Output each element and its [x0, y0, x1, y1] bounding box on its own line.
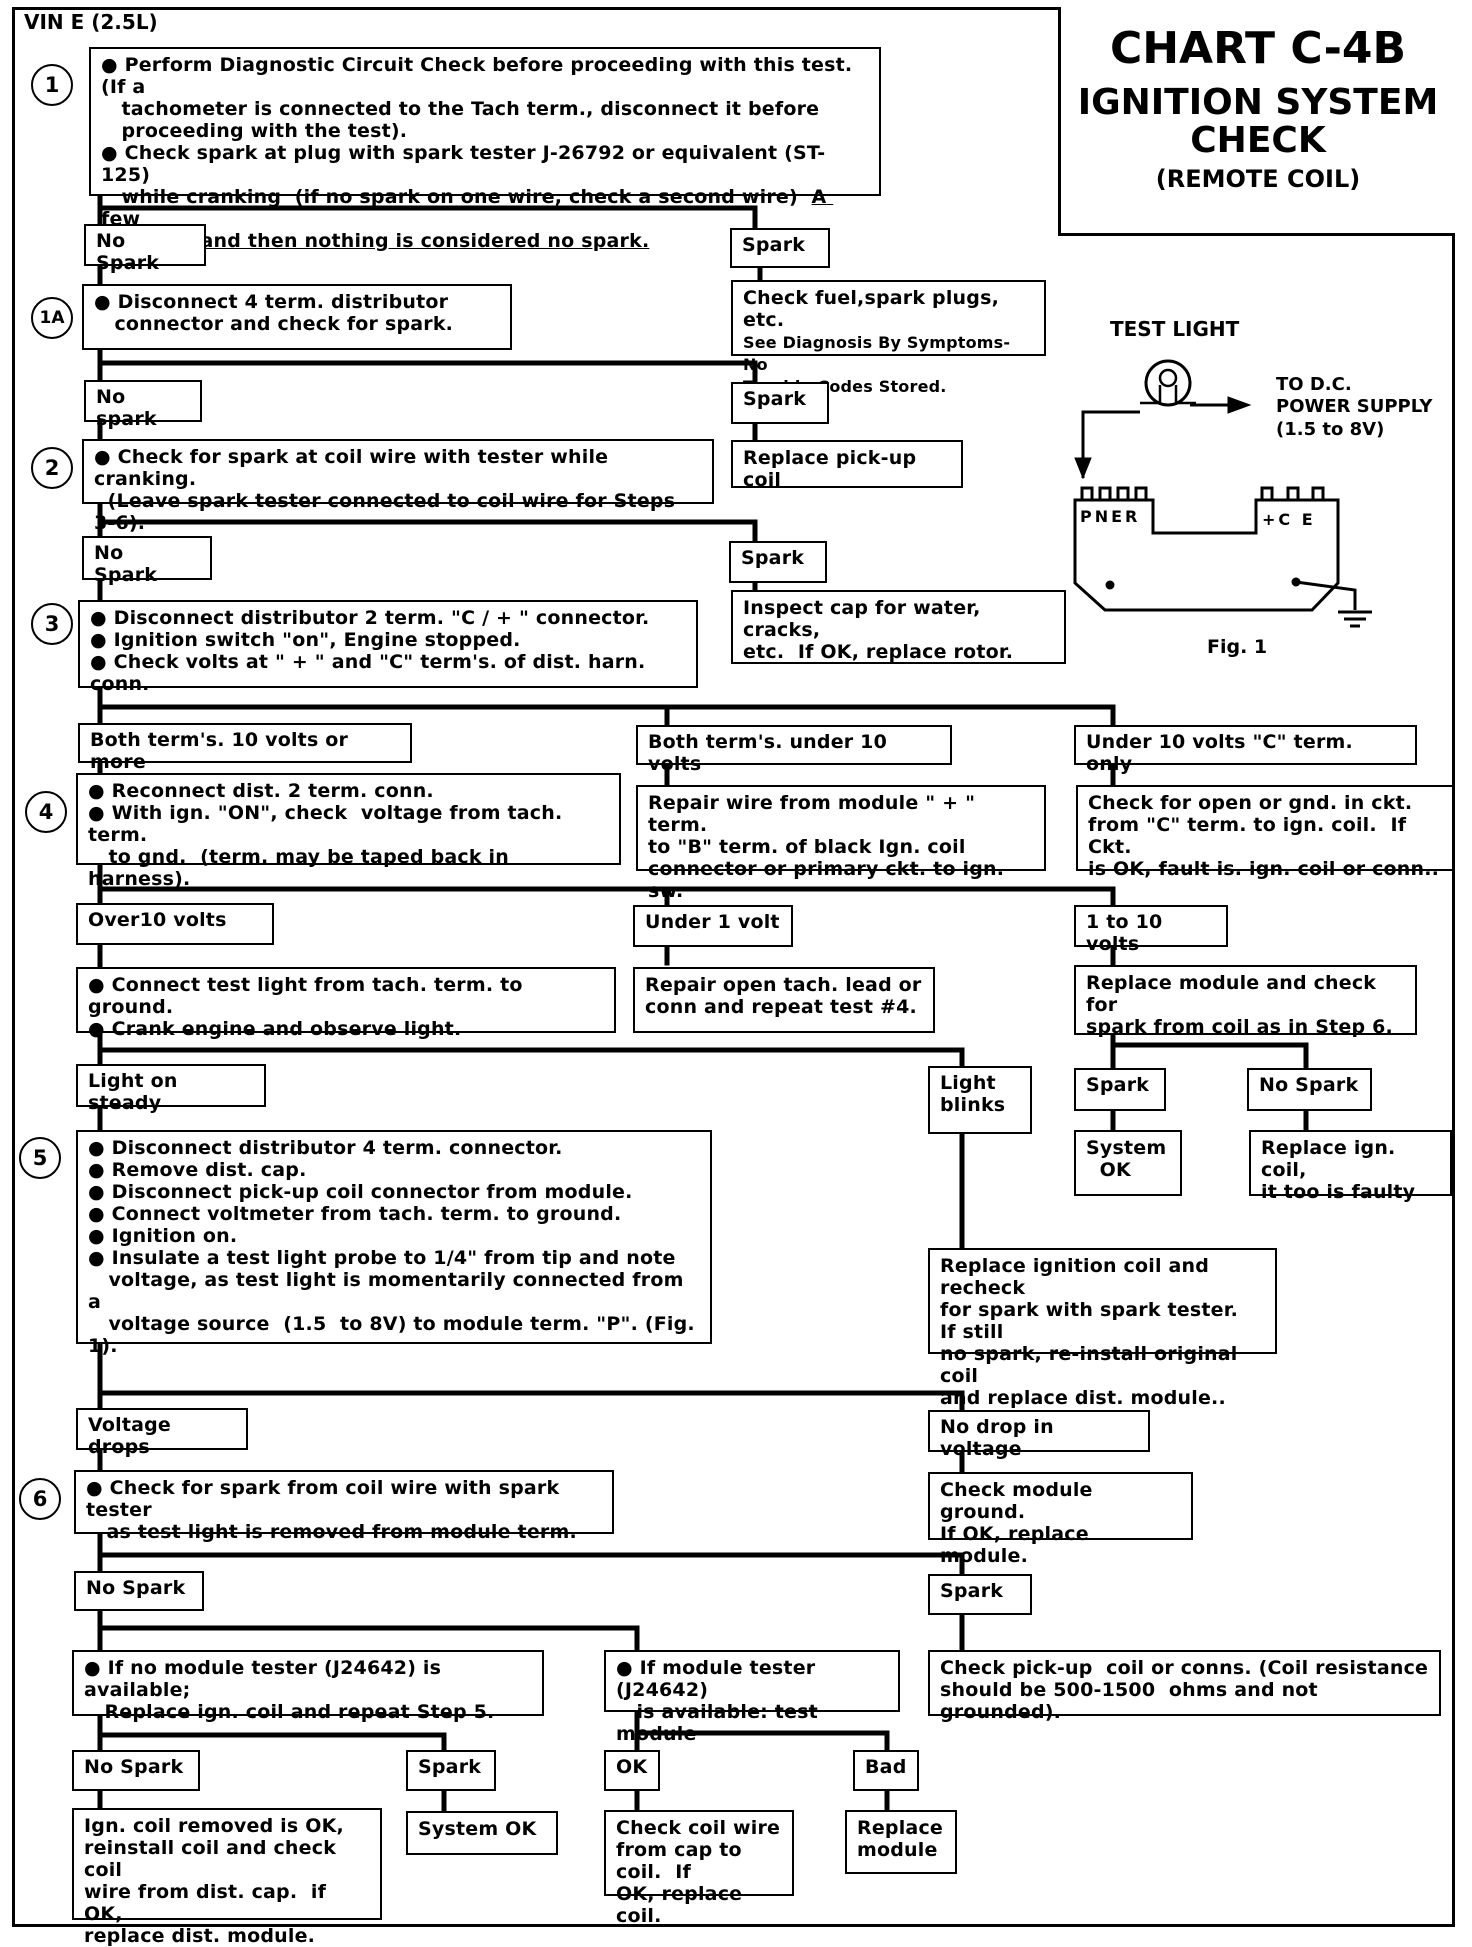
wire: [97, 683, 1116, 730]
wire: [97, 343, 758, 388]
test-light-wire: [1081, 403, 1230, 470]
wire: [97, 1528, 965, 1580]
step-1a-instructions: ● Disconnect 4 term. distributor connect…: [82, 284, 512, 350]
step-1a-no-spark-label: No spark: [84, 380, 202, 430]
fig-left-terminal-labels: PNER: [1080, 507, 1141, 526]
step-4-instructions: ● Reconnect dist. 2 term. conn. ● With i…: [76, 773, 621, 890]
step-6b-bad-label: Bad: [853, 1750, 919, 1791]
ground-wire: [1295, 580, 1357, 610]
step-4-marker: 4: [25, 791, 67, 833]
arrow-head-right: [1227, 396, 1252, 414]
step-2-instructions: ● Check for spark at coil wire with test…: [82, 439, 714, 534]
step-2-marker: 2: [31, 447, 73, 489]
step-4b-replace-coil: Replace ign. coil, it too is faulty: [1249, 1130, 1452, 1203]
step-6a-no-spark-label: No Spark: [72, 1750, 200, 1791]
step-1-spark-action-text: Check fuel,spark plugs, etc.: [743, 287, 1006, 331]
step-2-spark-label: Spark: [729, 541, 827, 583]
step-1a-marker: 1A: [31, 297, 73, 339]
light-blinks-action: Replace ignition coil and recheck for sp…: [928, 1248, 1277, 1409]
step-4b-no-spark-label: No Spark: [1247, 1068, 1372, 1111]
step-6a-spark-label: Spark: [406, 1750, 496, 1791]
fig-right-terminal-labels: +C E: [1262, 510, 1316, 529]
ground-point-left: [1105, 580, 1115, 590]
step-6b-ok-label: OK: [604, 1750, 660, 1791]
fig-test-light-label: TEST LIGHT: [1110, 317, 1240, 341]
step-1-text: ● Perform Diagnostic Circuit Check befor…: [101, 54, 853, 208]
arrow-head-down: [1074, 457, 1092, 480]
light-blinks-label: Light blinks: [928, 1066, 1032, 1134]
step-4-1-to-10v-action: Replace module and check for spark from …: [1074, 965, 1417, 1038]
step-3-c-only-action: Check for open or gnd. in ckt. from "C" …: [1076, 785, 1454, 880]
step-3-both-under-10v-label: Both term's. under 10 volts: [636, 725, 952, 775]
step-5-marker: 5: [19, 1137, 61, 1179]
step-4-1-to-10v-label: 1 to 10 volts: [1074, 905, 1228, 955]
test-light-filament: [1158, 368, 1178, 388]
distributor-outline-left: [1073, 498, 1340, 612]
chart-title-line-2: CHECK: [1190, 120, 1326, 161]
step-4-under-1v-action: Repair open tach. lead or conn and repea…: [633, 967, 935, 1033]
step-4-under-1v-label: Under 1 volt: [633, 905, 793, 947]
fig-dc-label-1: TO D.C.: [1276, 374, 1352, 395]
ground-symbol: [1338, 610, 1372, 628]
step-1a-spark-action: Replace pick-up coil: [731, 440, 963, 491]
step-6b-ok-action: Check coil wire from cap to coil. If OK,…: [604, 1810, 794, 1927]
step-4-over-10v-label: Over10 volts: [76, 903, 274, 945]
step-4-over-10v-action: ● Connect test light from tach. term. to…: [76, 967, 616, 1040]
step-4b-system-ok: System OK: [1074, 1130, 1182, 1196]
fig-dc-label-2: POWER SUPPLY: [1276, 396, 1433, 417]
step-1-marker: 1: [31, 64, 73, 106]
step-5-instructions: ● Disconnect distributor 4 term. connect…: [76, 1130, 712, 1357]
terminal-pins-right: [1260, 486, 1325, 500]
step-6-spark-action: Check pick-up coil or conns. (Coil resis…: [928, 1650, 1441, 1723]
step-5-no-drop-action: Check module ground. If OK, replace modu…: [928, 1472, 1193, 1567]
wire: [97, 497, 758, 547]
step-6b-bad-action: Replace module: [845, 1810, 957, 1874]
step-5-voltage-drops-label: Voltage drops: [76, 1408, 248, 1458]
step-1-spark-label: Spark: [730, 228, 830, 268]
wire: [97, 1339, 965, 1414]
step-6-spark-label: Spark: [928, 1574, 1032, 1615]
step-3-instructions: ● Disconnect distributor 2 term. "C / + …: [78, 600, 698, 695]
light-on-steady-label: Light on steady: [76, 1064, 266, 1114]
step-4b-spark-label: Spark: [1074, 1068, 1166, 1111]
terminal-pins-left: [1080, 486, 1148, 500]
step-3-under-10v-action: Repair wire from module " + " term. to "…: [636, 785, 1046, 902]
fig-dc-label-3: (1.5 to 8V): [1276, 419, 1385, 440]
step-6-instructions: ● Check for spark from coil wire with sp…: [74, 1470, 614, 1543]
chart-number: CHART C-4B: [1109, 23, 1407, 74]
step-2-no-spark-label: No Spark: [82, 536, 212, 586]
step-1-no-spark-label: No Spark: [84, 224, 206, 274]
step-1-spark-action: Check fuel,spark plugs, etc. See Diagnos…: [731, 280, 1046, 396]
step-3-c-only-label: Under 10 volts "C" term. only: [1074, 725, 1417, 775]
step-1-instructions: ● Perform Diagnostic Circuit Check befor…: [89, 47, 881, 252]
chart-title-line-1: IGNITION SYSTEM: [1077, 82, 1439, 123]
step-2-spark-action: Inspect cap for water, cracks, etc. If O…: [731, 590, 1066, 664]
step-3-marker: 3: [31, 603, 73, 645]
test-light-leads: [1140, 385, 1196, 405]
step-1a-spark-label: Spark: [731, 382, 829, 424]
step-6-tester-action: ● If module tester (J24642) is available…: [604, 1650, 900, 1745]
wire: [97, 860, 1116, 910]
wire: [97, 1028, 965, 1070]
wire: [97, 1711, 447, 1755]
chart-title-box: CHART C-4B IGNITION SYSTEM CHECK (REMOTE…: [1058, 7, 1455, 236]
wire: [1110, 1030, 1309, 1073]
step-6-no-tester-action: ● If no module tester (J24642) is availa…: [72, 1650, 544, 1723]
step-6-no-spark-label: No Spark: [74, 1571, 204, 1611]
step-6a-system-ok: System OK: [406, 1811, 558, 1855]
wire: [634, 1707, 890, 1755]
step-5-no-drop-label: No drop in voltage: [928, 1410, 1150, 1460]
step-3-both-10v-label: Both term's. 10 volts or more: [78, 723, 412, 773]
test-light-bulb: [1144, 359, 1192, 407]
step-6-marker: 6: [19, 1478, 61, 1520]
vin-label: VIN E (2.5L): [24, 10, 158, 34]
fig1-circuit: [1073, 359, 1372, 628]
page-frame: [12, 7, 1455, 1927]
fig-caption: Fig. 1: [1207, 636, 1268, 658]
wire: [97, 1605, 640, 1655]
chart-subtitle: (REMOTE COIL): [1155, 165, 1361, 193]
step-6a-no-spark-action: Ign. coil removed is OK, reinstall coil …: [72, 1808, 382, 1947]
